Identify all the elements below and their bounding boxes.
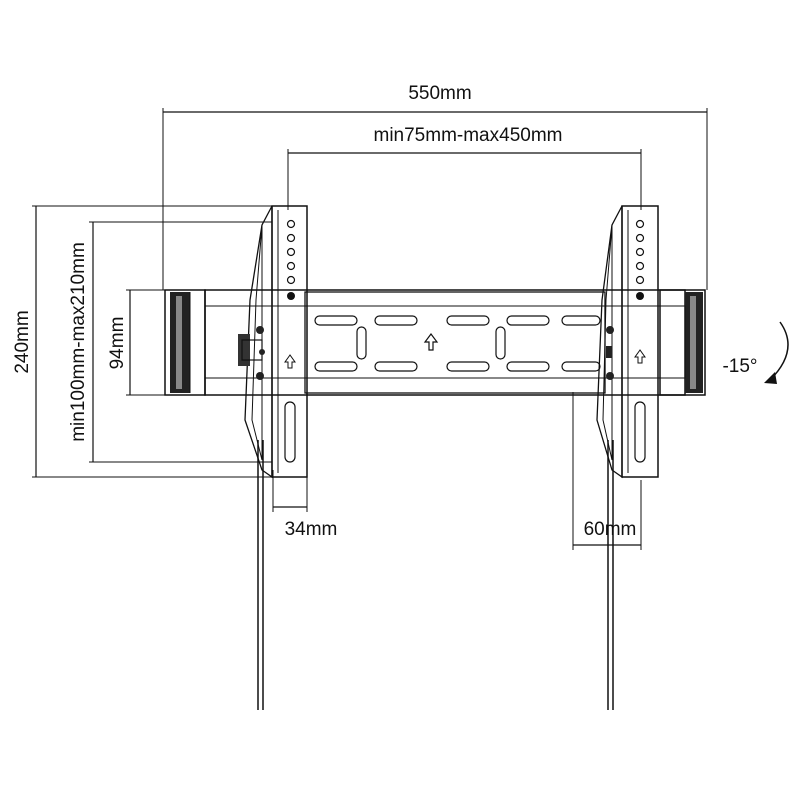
- right-bracket-arrow-icon: [634, 349, 646, 364]
- vesa-vertical-label: min100mm-max210mm: [68, 242, 89, 442]
- arm-depth-right-label: 60mm: [584, 519, 637, 540]
- dimension-total-width: 550mm: [162, 83, 708, 290]
- dimension-total-height: 240mm: [12, 205, 275, 478]
- right-bracket-holes: [635, 219, 645, 300]
- left-end-cap: [164, 289, 206, 396]
- tilt-arrowhead-icon: [764, 372, 777, 384]
- dimension-vesa-vertical: min100mm-max210mm: [68, 221, 272, 463]
- dimension-vesa-horizontal: min75mm-max450mm: [287, 125, 642, 210]
- dimension-arm-depth-right: 60mm: [572, 392, 642, 550]
- vesa-horizontal-label: min75mm-max450mm: [374, 125, 563, 146]
- dimension-arm-depth-left: 34mm: [272, 470, 338, 540]
- tilt-indicator: -15°: [722, 321, 789, 384]
- tilt-angle-label: -15°: [722, 356, 757, 377]
- left-bracket-arrow-icon: [284, 354, 296, 369]
- arm-depth-left-label: 34mm: [285, 519, 338, 540]
- center-arrow-icon: [423, 333, 439, 351]
- total-width-label: 550mm: [408, 83, 471, 104]
- left-bracket-arm: [238, 205, 308, 479]
- right-bracket-arm: [596, 205, 659, 479]
- rail-slots: [314, 315, 601, 372]
- left-bracket-holes: [286, 219, 296, 300]
- wall-plate-rail: [204, 289, 686, 396]
- rail-height-label: 94mm: [107, 317, 128, 370]
- safety-cables: [257, 440, 614, 710]
- dimension-rail-height: 94mm: [107, 289, 165, 396]
- total-height-label: 240mm: [12, 310, 33, 373]
- right-end-cap: [659, 289, 706, 396]
